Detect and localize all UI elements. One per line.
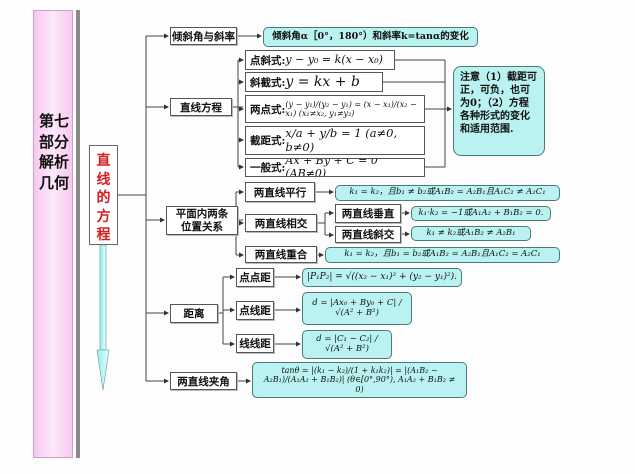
- coincide-content: k₁ = k₂，且b₁ = b₂或A₁B₂ = A₂B₁且A₁C₂ = A₂C₁: [325, 247, 560, 263]
- form-general: 一般式:Ax + By + C = 0 (AB≠0): [245, 158, 425, 177]
- line-line-content: d = |C₁ − C₂| / √(A² + B²): [302, 330, 392, 359]
- form-formula: (y − y₁)/(y₂ − y₁) = (x − x₁)/(x₂ − x₁) …: [285, 99, 417, 118]
- coincide-box: 两直线重合: [245, 246, 317, 263]
- form-intercept: 截距式:x/a + y/b = 1 (a≠0, b≠0): [245, 126, 425, 155]
- form-point-slope: 点斜式:y − y₀ = k(x − x₀): [245, 50, 395, 70]
- oblique-content: k₁ ≠ k₂或A₁B₂ ≠ A₂B₁: [411, 226, 531, 241]
- part-sidebar: 第七部分 解析几何: [33, 10, 73, 458]
- distance-box: 距离: [170, 304, 218, 323]
- form-formula: y − y₀ = k(x − x₀): [285, 52, 383, 66]
- form-name: 一般式:: [250, 162, 286, 174]
- incline-box: 倾斜角与斜率: [170, 27, 237, 45]
- down-arrow-icon: [96, 244, 110, 391]
- form-two-point: 两点式:(y − y₁)/(y₂ − y₁) = (x − x₁)/(x₂ − …: [245, 95, 425, 123]
- equation-note: 注意（1）截距可正，可负，也可为0；（2）方程各种形式的变化和适用范围.: [453, 66, 545, 156]
- perpendicular-content: k₁·k₂ = −1或A₁A₂ + B₁B₂ = 0.: [411, 206, 551, 221]
- angle-content: tanθ = |(k₁ − k₂)/(1 + k₁k₂)| = |(A₁B₂ −…: [252, 362, 467, 398]
- point-line-content: d = |Ax₀ + By₀ + C| / √(A² + B²): [302, 292, 412, 325]
- line-line-box: 线线距: [236, 334, 274, 353]
- position-box: 平面内两条位置关系: [166, 206, 238, 235]
- oblique-box: 两直线斜交: [335, 226, 401, 243]
- angle-box: 两直线夹角: [170, 372, 237, 390]
- form-formula: Ax + By + C = 0 (AB≠0): [285, 158, 378, 177]
- point-line-box: 点线距: [236, 301, 274, 320]
- perpendicular-box: 两直线垂直: [335, 204, 401, 223]
- parallel-box: 两直线平行: [245, 182, 315, 202]
- form-name: 斜截式:: [250, 76, 286, 89]
- form-name: 截距式:: [250, 135, 286, 147]
- point-point-content: |P₁P₂| = √((x₂ − x₁)² + (y₂ − y₁)²).: [302, 268, 462, 287]
- intersect-box: 两直线相交: [245, 214, 317, 232]
- incline-content: 倾斜角α［0°，180°）和斜率k=tanα的变化: [263, 27, 478, 47]
- form-formula: y = kx + b: [285, 73, 360, 90]
- parallel-content: k₁ = k₂，且b₁ ≠ b₂或A₁B₂ = A₂B₁且A₁C₂ ≠ A₂C₁: [335, 185, 560, 201]
- form-slope-intercept: 斜截式:y = kx + b: [245, 72, 383, 92]
- part-title: 第七部分 解析几何: [38, 112, 69, 192]
- form-name: 点斜式:: [250, 54, 286, 67]
- form-formula: x/a + y/b = 1 (a≠0, b≠0): [285, 126, 398, 154]
- topic-box: 直线的方程: [89, 145, 118, 245]
- divider: [76, 10, 80, 458]
- equation-box: 直线方程: [170, 98, 232, 116]
- form-name: 两点式:: [250, 103, 286, 116]
- point-point-box: 点点距: [236, 268, 274, 287]
